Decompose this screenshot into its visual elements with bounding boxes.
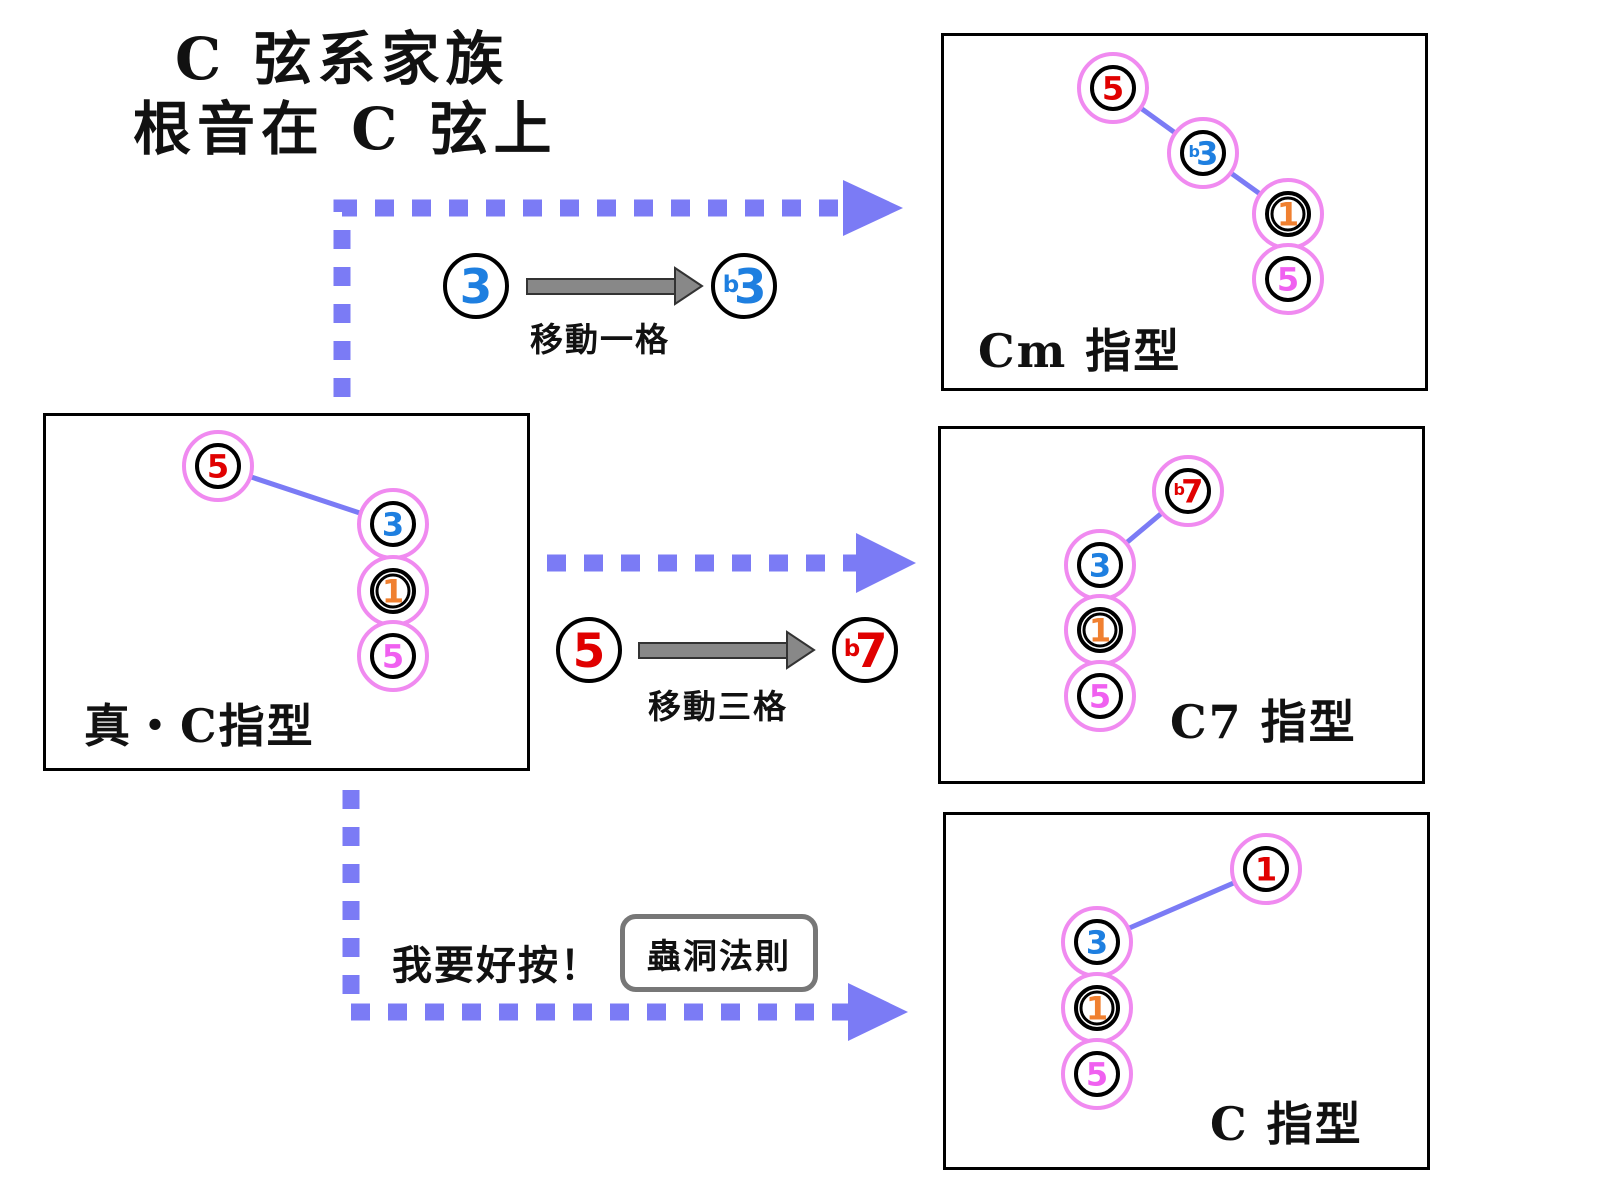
flow-arrow-to-cm	[333, 180, 903, 397]
svg-text:3: 3	[1089, 547, 1111, 585]
c7-note-5-low: 5	[1064, 660, 1136, 732]
title-line-2: 根音在 C 弦上	[133, 95, 558, 163]
svg-text:3: 3	[734, 260, 767, 315]
minor-from-note: 3	[443, 253, 509, 319]
c7-note-3: 3	[1064, 529, 1136, 601]
source-shape-box	[43, 413, 530, 771]
svg-text:3: 3	[460, 260, 493, 315]
gray-arrow-seventh	[638, 630, 816, 670]
c7-shape-label: C7 指型	[1170, 695, 1357, 749]
c-note-3: 3	[1061, 906, 1133, 978]
source-shape-label: 真・C指型	[84, 699, 315, 753]
c7-note-root-1: 1	[1064, 594, 1136, 666]
note-3: 3	[357, 488, 429, 560]
cm-note-root-1: 1	[1252, 178, 1324, 250]
svg-text:5: 5	[1086, 1056, 1108, 1094]
c-note-root-1: 1	[1061, 972, 1133, 1044]
cm-shape-box	[941, 33, 1428, 391]
svg-text:b: b	[723, 272, 739, 298]
c-note-5-low: 5	[1061, 1038, 1133, 1110]
cm-shape-label: Cm 指型	[978, 324, 1182, 378]
svg-text:1: 1	[382, 573, 404, 611]
svg-text:b: b	[844, 636, 860, 662]
c-shape-label: C 指型	[1210, 1097, 1363, 1151]
c7-note-b7: b7	[1152, 455, 1224, 527]
title-line-1: C 弦系家族	[175, 25, 510, 93]
gray-arrow-minor	[526, 266, 704, 306]
caption-minor: 移動一格	[530, 320, 670, 359]
seventh-from-note: 5	[556, 617, 622, 683]
cm-note-b3: b3	[1167, 117, 1239, 189]
cm-note-5-low: 5	[1252, 243, 1324, 315]
svg-text:1: 1	[1255, 851, 1277, 889]
svg-text:b: b	[1173, 480, 1184, 499]
note-5-low: 5	[357, 620, 429, 692]
flow-arrow-to-c7	[547, 533, 916, 593]
seventh-to-note: b7	[832, 617, 898, 683]
svg-text:5: 5	[207, 448, 229, 486]
c-shape-box	[943, 812, 1430, 1170]
svg-text:3: 3	[382, 506, 404, 544]
easy-text: 我要好按！	[392, 942, 602, 989]
caption-seventh: 移動三格	[648, 687, 788, 726]
svg-text:5: 5	[1102, 70, 1124, 108]
svg-text:b: b	[1188, 142, 1199, 161]
c-note-1-top: 1	[1230, 833, 1302, 905]
flow-arrow-to-c	[342, 790, 908, 1041]
wormhole-rule-callout: 蟲洞法則	[620, 914, 818, 992]
svg-text:3: 3	[1196, 135, 1218, 173]
note-5-top: 5	[182, 430, 254, 502]
svg-text:1: 1	[1089, 612, 1111, 650]
svg-text:5: 5	[573, 624, 606, 679]
svg-text:7: 7	[855, 624, 888, 679]
svg-text:3: 3	[1086, 924, 1108, 962]
svg-text:5: 5	[1277, 261, 1299, 299]
svg-text:5: 5	[382, 638, 404, 676]
svg-text:5: 5	[1089, 678, 1111, 716]
svg-text:1: 1	[1277, 196, 1299, 234]
note-root-1: 1	[357, 555, 429, 627]
minor-to-note: b3	[711, 253, 777, 319]
svg-text:1: 1	[1086, 990, 1108, 1028]
cm-note-5-top: 5	[1077, 52, 1149, 124]
svg-text:7: 7	[1181, 473, 1203, 511]
